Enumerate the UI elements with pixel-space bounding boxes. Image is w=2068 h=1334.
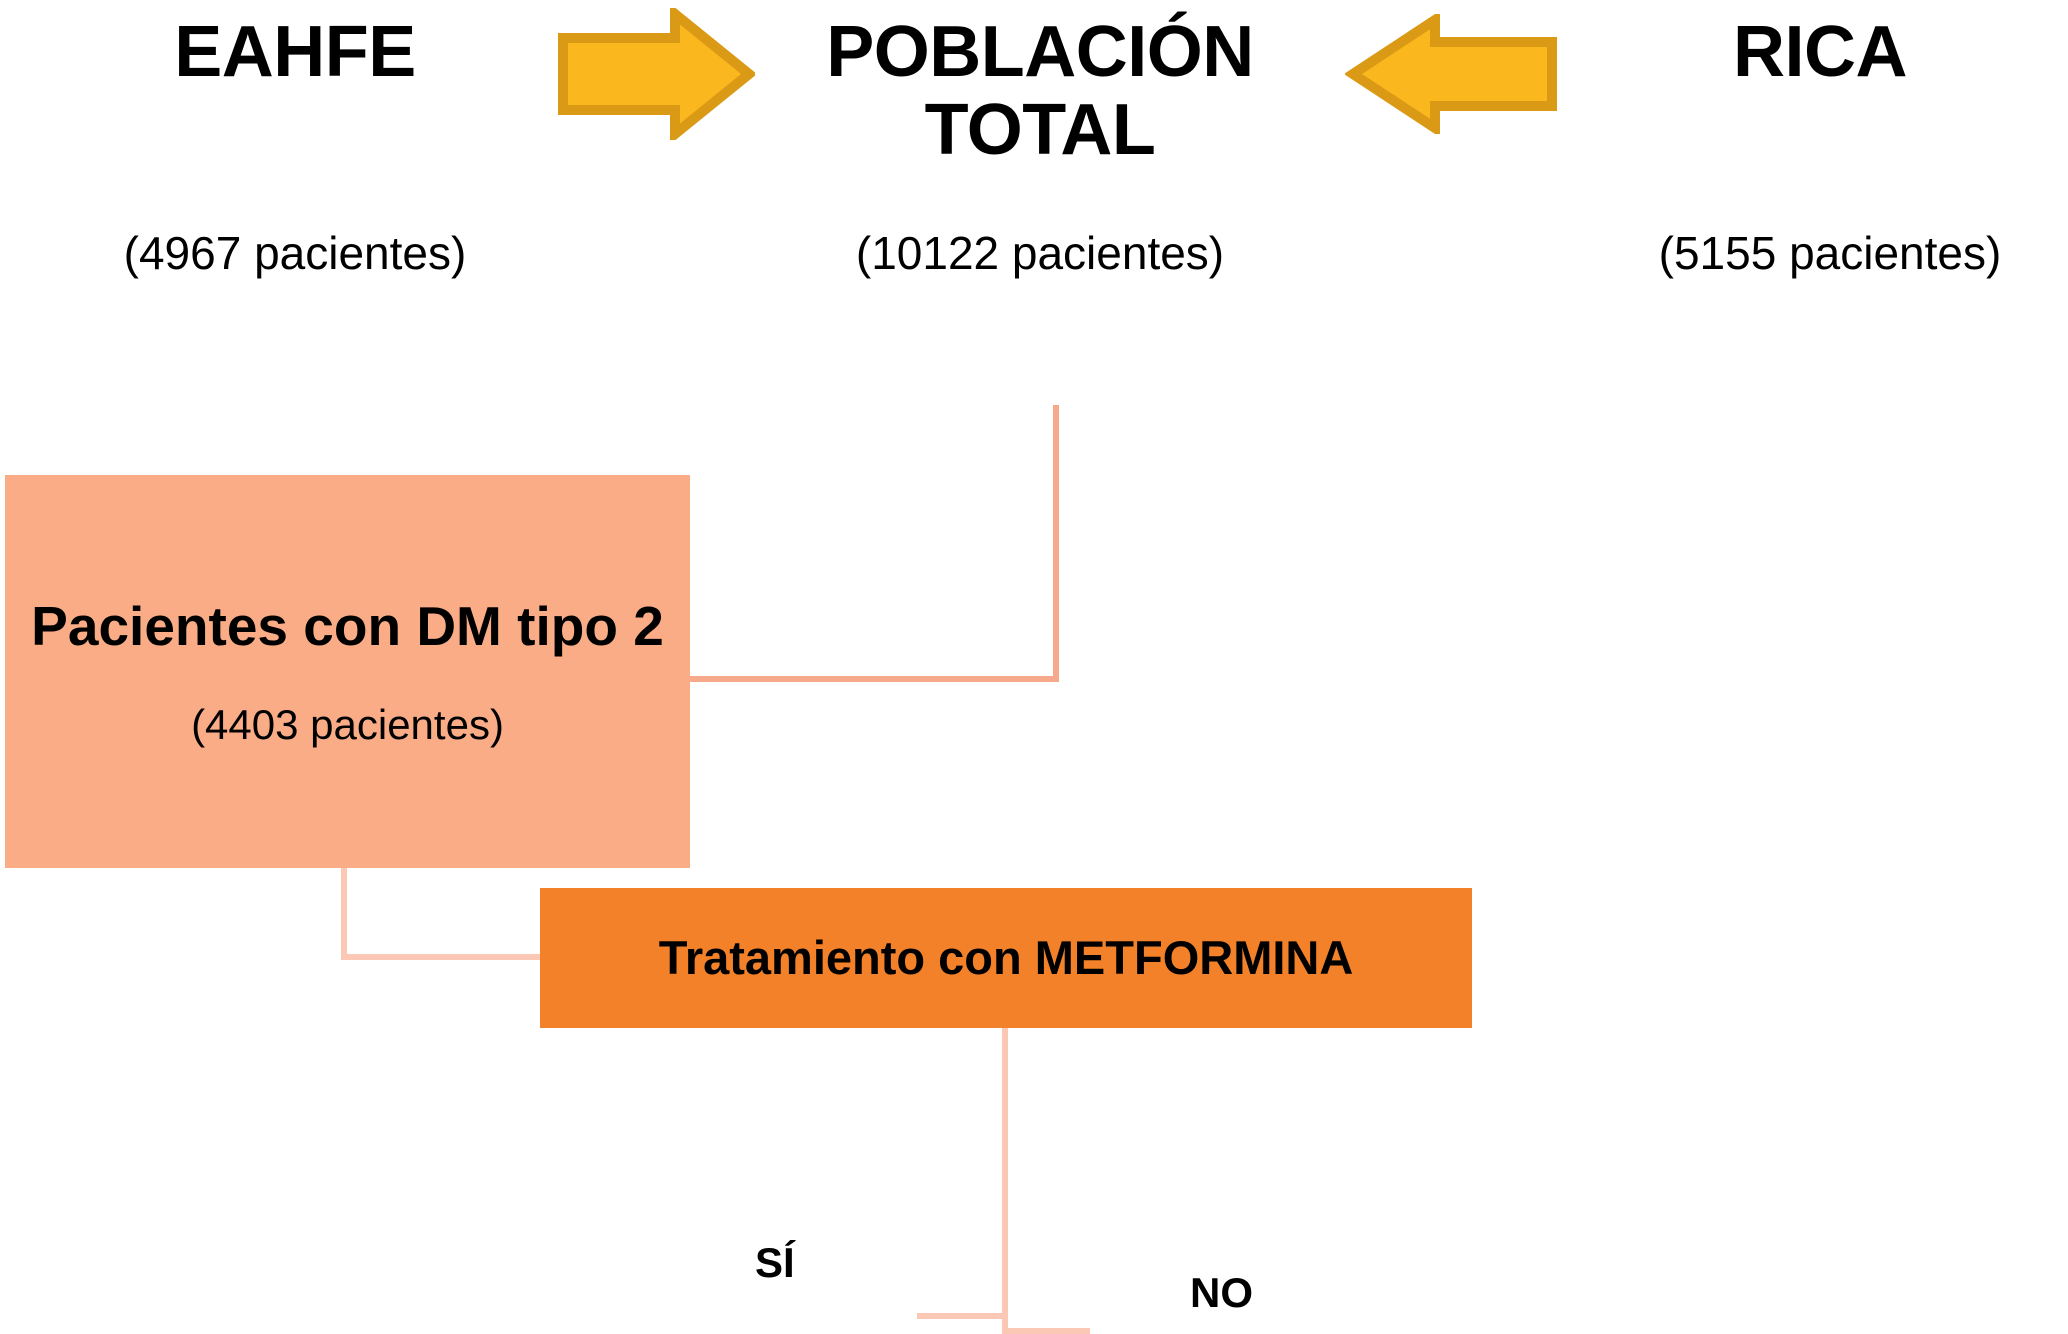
header-center-subtitle: (10122 pacientes)	[855, 227, 1225, 279]
connector-dm-horizontal	[341, 954, 543, 960]
header-center-title: POBLACIÓN TOTAL	[826, 12, 1254, 170]
node-metformina-title: Tratamiento con METFORMINA	[658, 931, 1354, 985]
header-left-subtitle: (4967 pacientes)	[123, 227, 467, 279]
connector-dm-vertical	[341, 868, 347, 958]
connector-total-vertical	[1053, 405, 1059, 681]
connector-branch-no	[1002, 1328, 1090, 1334]
connector-branch-yes	[917, 1313, 1008, 1319]
header-left-title: EAHFE	[174, 12, 416, 92]
arrow-right-icon	[555, 8, 755, 140]
node-pacientes-dm-tipo-2[interactable]: Pacientes con DM tipo 2 (4403 pacientes)	[5, 475, 690, 868]
branch-label-yes: SÍ	[755, 1239, 795, 1286]
arrow-left-icon	[1345, 14, 1560, 134]
header-right-subtitle: (5155 pacientes)	[1658, 227, 2002, 279]
branch-label-no: NO	[1190, 1269, 1253, 1316]
header-right-title: RICA	[1733, 12, 1908, 92]
connector-metformina-vertical	[1002, 1028, 1008, 1334]
connector-total-horizontal	[690, 676, 1059, 682]
node-dm-title: Pacientes con DM tipo 2	[31, 595, 664, 658]
node-tratamiento-metformina[interactable]: Tratamiento con METFORMINA	[540, 888, 1472, 1028]
node-dm-subtitle: (4403 pacientes)	[191, 700, 504, 748]
